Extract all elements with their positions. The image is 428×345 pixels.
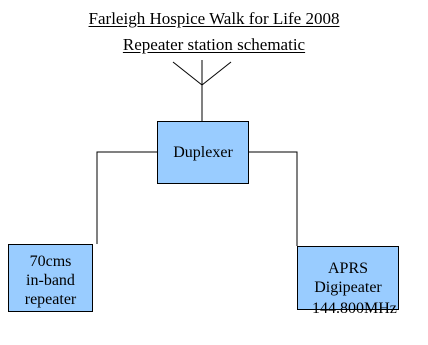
duplexer-box: Duplexer <box>157 121 249 184</box>
antenna-icon <box>172 60 232 121</box>
duplexer-to-repeater-line <box>96 151 157 244</box>
diagram-title: Farleigh Hospice Walk for Life 2008 <box>88 9 340 28</box>
repeater-box: 70cms in-band repeater <box>8 244 93 312</box>
diagram-subtitle: Repeater station schematic <box>122 35 306 54</box>
antenna-right-element <box>201 61 232 86</box>
duplexer-to-digipeater-line <box>249 151 298 246</box>
frequency-label: 144.800MHz <box>312 300 397 317</box>
digipeater-box: APRS Digipeater <box>297 246 399 310</box>
antenna-left-element <box>172 61 203 86</box>
